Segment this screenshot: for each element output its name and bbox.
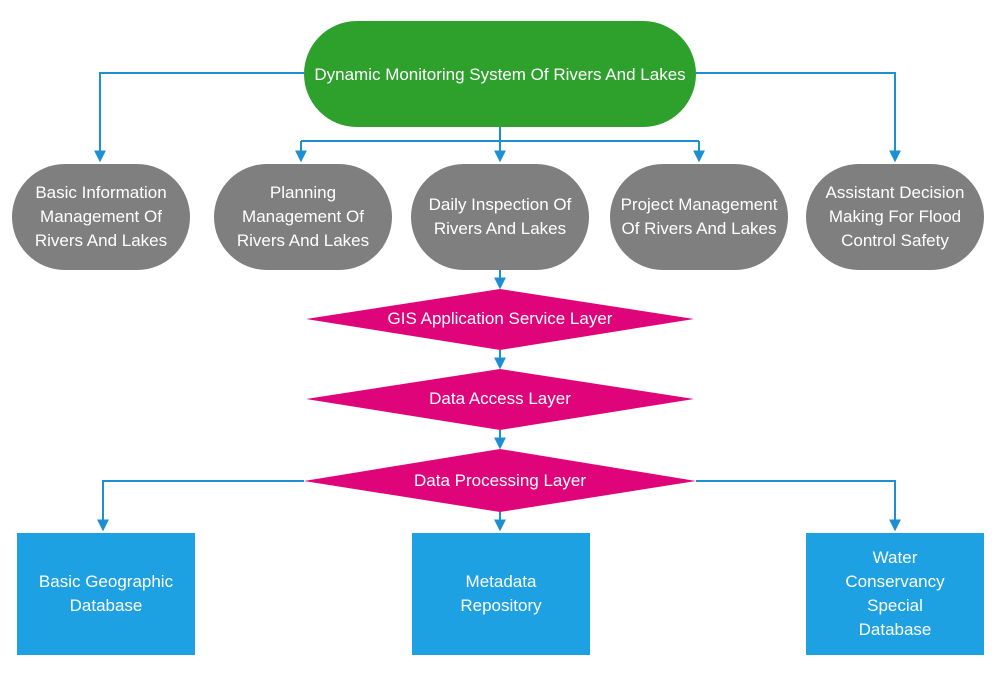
module-planning-management: Planning Management Of Rivers And Lakes bbox=[214, 164, 392, 270]
database-label: Metadata Repository bbox=[460, 572, 542, 615]
layer-diamond-data-processing bbox=[304, 449, 696, 512]
layer-label-data-processing: Data Processing Layer bbox=[414, 471, 586, 490]
layer-diamond-data-access bbox=[306, 369, 694, 430]
layer-label-data-access: Data Access Layer bbox=[429, 389, 571, 408]
module-basic-information: Basic Information Management Of Rivers A… bbox=[12, 164, 190, 270]
database-label: Basic Geographic Database bbox=[38, 572, 174, 615]
connector-top-to-basic-info bbox=[94, 72, 304, 163]
module-flood-control-decision: Assistant Decision Making For Flood Cont… bbox=[806, 164, 984, 270]
database-metadata-repository: Metadata Repository bbox=[412, 533, 590, 655]
top-node-label: Dynamic Monitoring System Of Rivers And … bbox=[314, 64, 686, 84]
connector-processing-to-geographic-db bbox=[97, 480, 304, 532]
database-label: Water Conservancy Special Database bbox=[845, 548, 945, 639]
module-label: Daily Inspection Of Rivers And Lakes bbox=[428, 195, 572, 238]
database-water-conservancy: Water Conservancy Special Database bbox=[806, 533, 984, 655]
top-node-dynamic-monitoring-system: Dynamic Monitoring System Of Rivers And … bbox=[304, 21, 696, 127]
module-label: Assistant Decision Making For Flood Cont… bbox=[825, 183, 965, 250]
connector-processing-to-water-db bbox=[696, 480, 901, 532]
module-label: Project Management Of Rivers And Lakes bbox=[620, 195, 778, 238]
layer-diamond-gis bbox=[306, 289, 694, 350]
module-project-management: Project Management Of Rivers And Lakes bbox=[610, 164, 788, 270]
database-basic-geographic: Basic Geographic Database bbox=[17, 533, 195, 655]
module-daily-inspection: Daily Inspection Of Rivers And Lakes bbox=[411, 164, 589, 270]
connector-top-to-flood-control bbox=[696, 72, 901, 163]
layer-label-gis: GIS Application Service Layer bbox=[387, 309, 613, 328]
module-label: Planning Management Of Rivers And Lakes bbox=[236, 183, 370, 250]
module-label: Basic Information Management Of Rivers A… bbox=[34, 183, 168, 250]
